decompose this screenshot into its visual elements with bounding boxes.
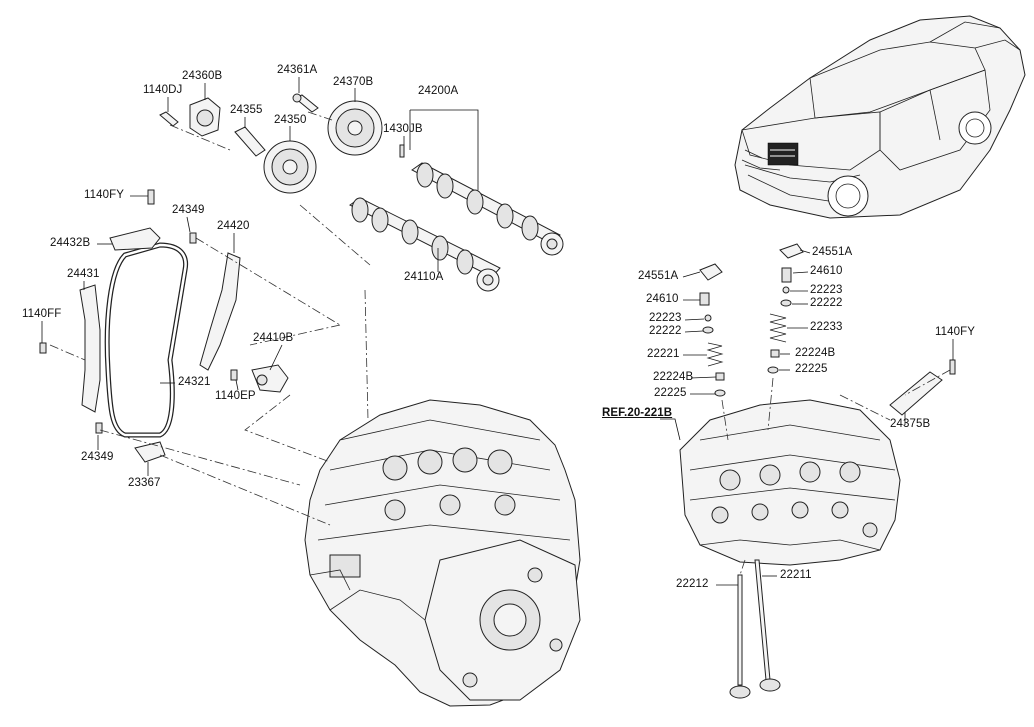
bolt-24361A [292,93,319,113]
label-22212: 22212 [676,578,709,590]
label-22222-right: 22222 [810,297,843,309]
cvvt-sprocket-24350 [263,140,317,194]
tensioner-23367 [134,441,166,463]
label-24370B: 24370B [333,76,374,88]
small-bolts-left [39,189,238,434]
label-24355: 24355 [230,104,263,116]
label-22224B-left: 22224B [653,371,694,383]
label-24321: 24321 [178,376,211,388]
label-22224B-right: 22224B [795,347,836,359]
bolt-24355 [234,126,266,157]
pin-1430JB [399,144,405,158]
label-24375B: 24375B [890,418,931,430]
label-24610-left: 24610 [646,293,679,305]
bolt-1140DJ [159,111,179,127]
label-24610-right: 24610 [810,265,843,277]
label-24361A: 24361A [277,64,318,76]
reference-link-20-221B[interactable]: REF.20-221B [602,407,673,419]
label-1140DJ: 1140DJ [143,84,183,96]
vehicle-illustration [734,15,1026,219]
valve-train-parts [699,243,956,699]
chain-guide-24420 [199,252,241,371]
cylinder-head-right [679,399,901,566]
label-1430JB: 1430JB [383,123,423,135]
label-22223-right: 22223 [810,284,843,296]
label-24200A: 24200A [418,85,459,97]
label-24551A-right: 24551A [812,246,853,258]
label-24431: 24431 [67,268,100,280]
assembly-dashed-lines [49,111,951,576]
label-24551A-left: 24551A [638,270,679,282]
label-22211: 22211 [780,569,812,581]
label-24360B: 24360B [182,70,223,82]
guide-24432B [109,227,161,251]
label-22225-right: 22225 [795,363,828,375]
label-22222-left: 22222 [649,325,682,337]
label-1140FY-left: 1140FY [84,189,125,201]
engine-block-left [304,399,581,707]
label-24410B: 24410B [253,332,294,344]
tensioner-24410B [251,364,289,393]
timing-chain-24321 [104,242,189,438]
label-22233: 22233 [810,321,843,333]
label-24420: 24420 [217,220,250,232]
cvvt-sprocket-24370B [327,100,383,156]
label-1140FY-right: 1140FY [935,326,976,338]
intake-camshaft [411,162,564,256]
leader-lines [41,77,954,586]
label-1140FF: 1140FF [22,308,62,320]
label-24350: 24350 [274,114,307,126]
label-23367: 23367 [128,477,161,489]
chain-guide-24431 [79,284,101,413]
label-24110A: 24110A [404,271,444,283]
label-24349-top: 24349 [172,204,205,216]
label-1140EP: 1140EP [215,390,256,402]
label-24432B: 24432B [50,237,91,249]
label-22223-left: 22223 [649,312,682,324]
label-22221: 22221 [647,348,680,360]
exhaust-camshaft [349,197,501,292]
label-24349-bottom: 24349 [81,451,114,463]
label-22225-left: 22225 [654,387,687,399]
oil-control-valve-24360B [189,97,221,137]
